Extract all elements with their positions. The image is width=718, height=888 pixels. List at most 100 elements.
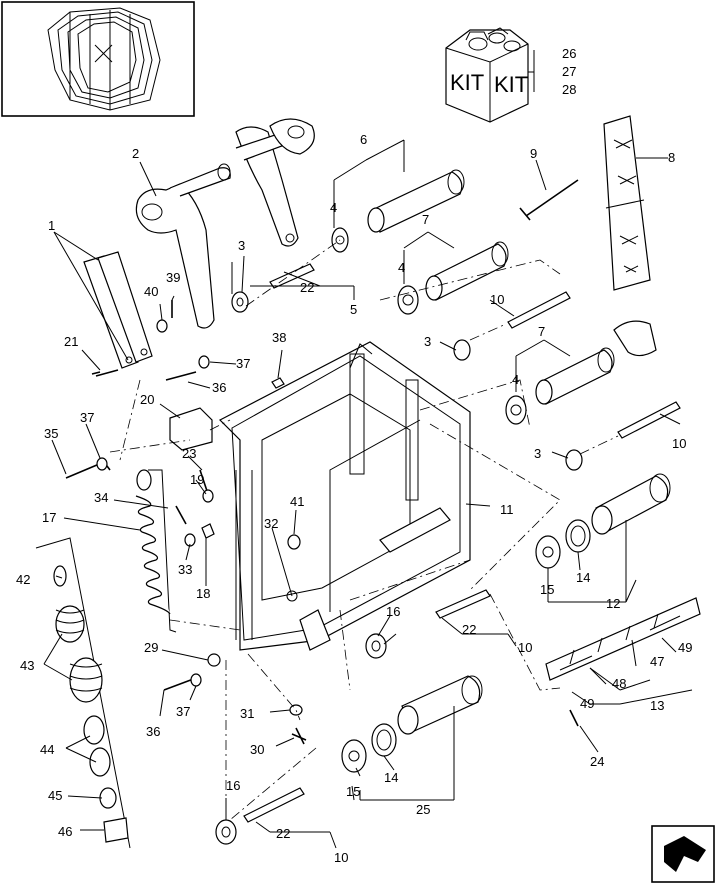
callout-14b: 14 (384, 770, 398, 785)
callout-17: 17 (42, 510, 56, 525)
roller-sleeves-upper (331, 169, 509, 315)
callout-33: 33 (178, 562, 192, 577)
callout-20: 20 (140, 392, 154, 407)
callout-10b: 10 (672, 436, 686, 451)
scraper-strip (603, 115, 651, 291)
callout-41: 41 (290, 494, 304, 509)
roller-12-assembly (365, 473, 671, 659)
washer-37c (190, 673, 202, 687)
callout-22a: 22 (300, 280, 314, 295)
callout-29: 29 (144, 640, 158, 655)
callout-3c: 3 (534, 446, 541, 461)
assembly-centerlines (109, 239, 619, 821)
callout-4c: 4 (512, 372, 519, 387)
callout-30: 30 (250, 742, 264, 757)
washer-29 (207, 653, 221, 667)
callout-42: 42 (16, 572, 30, 587)
callout-37a: 37 (236, 356, 250, 371)
callout-34: 34 (94, 490, 108, 505)
callout-7a: 7 (422, 212, 429, 227)
main-frame (218, 341, 471, 651)
callout-10a: 10 (490, 292, 504, 307)
callout-31: 31 (240, 706, 254, 721)
callout-4b: 4 (398, 260, 405, 275)
callout-5: 5 (350, 302, 357, 317)
callout-2: 2 (132, 146, 139, 161)
callout-14a: 14 (576, 570, 590, 585)
callout-16b: 16 (226, 778, 240, 793)
washer-40 (156, 319, 168, 333)
callout-38: 38 (272, 330, 286, 345)
callout-28: 28 (562, 82, 576, 97)
callout-7b: 7 (538, 324, 545, 339)
callout-44: 44 (40, 742, 54, 757)
callout-36a: 36 (212, 380, 226, 395)
callout-22b: 22 (462, 622, 476, 637)
callout-11: 11 (500, 502, 514, 517)
spring-assembly (135, 469, 177, 633)
callout-16a: 16 (386, 604, 400, 619)
callout-45: 45 (48, 788, 62, 803)
callout-4a: 4 (330, 200, 337, 215)
callout-6: 6 (360, 132, 367, 147)
roller-25-assembly (215, 675, 483, 845)
callout-32: 32 (264, 516, 278, 531)
kit-box-icon: KIT KIT (445, 27, 535, 123)
bushing-18 (201, 523, 215, 539)
callout-21: 21 (64, 334, 78, 349)
side-plates (83, 251, 153, 369)
bolt-21 (91, 369, 119, 377)
callout-19: 19 (190, 472, 204, 487)
callout-15b: 15 (346, 784, 360, 799)
callout-37b: 37 (80, 410, 94, 425)
washer-31 (289, 704, 303, 716)
callout-10c: 10 (518, 640, 532, 655)
callout-27: 27 (562, 64, 576, 79)
callout-40: 40 (144, 284, 158, 299)
rod-9 (519, 179, 579, 221)
callout-10d: 10 (334, 850, 348, 865)
nut-41 (287, 534, 301, 550)
callout-25: 25 (416, 802, 430, 817)
screw-24 (569, 709, 579, 727)
callout-13: 13 (650, 698, 664, 713)
kit-left-text: KIT (450, 70, 484, 95)
callout-22c: 22 (276, 826, 290, 841)
roller-assembly-thumbnail-icon[interactable] (1, 1, 195, 117)
callout-39: 39 (166, 270, 180, 285)
pin-34 (175, 505, 187, 525)
callout-37c: 37 (176, 704, 190, 719)
callout-35: 35 (44, 426, 58, 441)
washer-37b (198, 355, 210, 369)
callout-12: 12 (606, 596, 620, 611)
next-page-arrow-icon[interactable] (651, 825, 715, 883)
bolt-30 (291, 727, 307, 745)
callout-1: 1 (48, 218, 55, 233)
bushing-3a (231, 291, 249, 313)
callout-9: 9 (530, 146, 537, 161)
callout-47: 47 (650, 654, 664, 669)
callout-49b: 49 (580, 696, 594, 711)
callout-23: 23 (182, 446, 196, 461)
callout-3b: 3 (424, 334, 431, 349)
bolt-36a (165, 371, 197, 381)
bracket-20 (169, 407, 213, 451)
callout-15a: 15 (540, 582, 554, 597)
arm-brackets (135, 118, 315, 329)
callout-48: 48 (612, 676, 626, 691)
callout-36b: 36 (146, 724, 160, 739)
callout-43: 43 (20, 658, 34, 673)
roller-sleeve-middle (505, 320, 657, 425)
bushing-3b (453, 339, 471, 361)
callout-3a: 3 (238, 238, 245, 253)
callout-8: 8 (668, 150, 675, 165)
leader-lines (43, 139, 693, 849)
kit-right-text: KIT (494, 72, 528, 97)
nut-38 (271, 377, 285, 389)
shaft-10b (617, 401, 681, 439)
shaft-10a (507, 291, 571, 329)
bushing-3c (565, 449, 583, 471)
callout-49a: 49 (678, 640, 692, 655)
